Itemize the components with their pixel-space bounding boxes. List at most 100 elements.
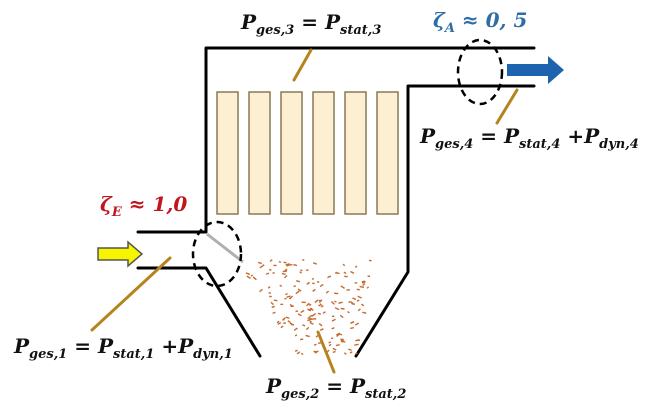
dust-particle	[366, 286, 370, 289]
dust-particle	[331, 318, 336, 322]
dust-particle	[294, 349, 298, 352]
arrow-right-icon	[507, 56, 564, 84]
dust-particle	[334, 307, 340, 311]
dust-particle	[295, 310, 299, 313]
dust-particle	[354, 265, 358, 268]
dust-particle	[295, 290, 300, 295]
dust-particle	[332, 347, 337, 351]
dust-particle	[257, 261, 262, 265]
filter-bag	[248, 91, 271, 215]
dust-particle	[338, 301, 343, 305]
dust-particle	[362, 283, 366, 287]
dust-particle	[296, 279, 301, 283]
dust-particle	[356, 299, 360, 302]
outlet-ellipse	[456, 38, 504, 106]
dust-particle	[277, 321, 282, 325]
filter-bag	[344, 91, 367, 215]
dust-particle	[314, 299, 319, 304]
filter-bag	[312, 91, 335, 215]
dust-particle	[246, 275, 251, 279]
dust-particle	[340, 285, 345, 289]
dust-particle	[361, 280, 365, 283]
dust-particle	[284, 274, 288, 279]
dust-particle	[349, 351, 353, 354]
dust-particle	[300, 338, 304, 341]
dust-particle	[354, 343, 359, 346]
dust-particle	[357, 308, 361, 312]
dust-particle	[252, 276, 257, 281]
dust-particle	[285, 292, 288, 296]
dust-particle	[268, 268, 272, 271]
dust-particle	[284, 268, 288, 272]
dust-particle	[336, 332, 341, 336]
dust-particle	[350, 321, 354, 324]
arrow-right-icon	[97, 240, 144, 268]
dust-particle	[347, 310, 350, 314]
dust-particle	[259, 288, 263, 293]
leader-p4	[495, 88, 519, 125]
dust-particle	[307, 281, 310, 285]
dust-particle	[276, 320, 280, 324]
leader-lines	[90, 48, 519, 374]
dust-particle	[311, 277, 315, 280]
filter-bag	[216, 91, 239, 215]
dust-particle	[309, 307, 314, 311]
dust-particle	[312, 262, 317, 265]
dust-particle	[350, 326, 355, 330]
dust-particle	[267, 286, 271, 289]
dust-particle	[287, 320, 291, 324]
dust-particle	[328, 343, 332, 347]
dust-particle	[319, 303, 323, 306]
leader-p1	[90, 256, 172, 332]
inlet-ellipse	[191, 220, 243, 288]
dust-particle	[313, 343, 317, 346]
dust-particle	[282, 317, 286, 321]
dust-particle	[318, 299, 323, 304]
dust-particle	[307, 316, 311, 320]
leader-p3	[292, 48, 313, 82]
dust-particle	[307, 308, 312, 312]
dust-particle	[339, 333, 343, 336]
dust-particle	[305, 334, 310, 338]
dust-particle	[340, 339, 345, 342]
dust-particle	[336, 333, 341, 337]
dust-particle	[357, 295, 362, 299]
filter-bag	[280, 91, 303, 215]
dust-particle	[311, 312, 317, 317]
dust-particle	[245, 272, 251, 276]
housing-outline	[136, 46, 536, 234]
dust-particle	[289, 304, 293, 307]
dust-particle	[265, 272, 270, 275]
dust-particle	[318, 322, 323, 327]
dust-particle	[368, 259, 372, 262]
dust-particle	[300, 269, 303, 272]
dust-particle	[250, 274, 254, 277]
filter-bag	[376, 91, 399, 215]
dust-particle	[335, 272, 340, 275]
label-zeta-e: ζE ≈ 1,0	[100, 192, 188, 220]
dust-particle	[330, 300, 335, 305]
dust-particles	[245, 259, 372, 356]
dust-particle	[325, 290, 330, 294]
dust-particle	[332, 350, 336, 353]
dust-particle	[269, 259, 273, 262]
dust-particle	[360, 303, 365, 307]
housing-walls	[136, 46, 536, 358]
dust-particle	[320, 305, 324, 308]
dust-particle	[309, 320, 312, 323]
dust-particle	[286, 295, 291, 298]
dust-particle	[361, 280, 366, 284]
dust-particle	[297, 288, 302, 292]
dust-particle	[317, 312, 322, 316]
dust-particle	[343, 352, 347, 355]
dust-particle	[300, 352, 304, 356]
dust-particle	[294, 334, 298, 337]
dust-particle	[297, 313, 302, 317]
leader-p2	[316, 330, 336, 374]
dust-particle	[270, 301, 274, 306]
dust-particle	[318, 304, 321, 307]
dust-particle	[293, 263, 298, 267]
label-p2: Pges,2 = Pstat,2	[266, 374, 407, 402]
dust-particle	[313, 350, 318, 354]
